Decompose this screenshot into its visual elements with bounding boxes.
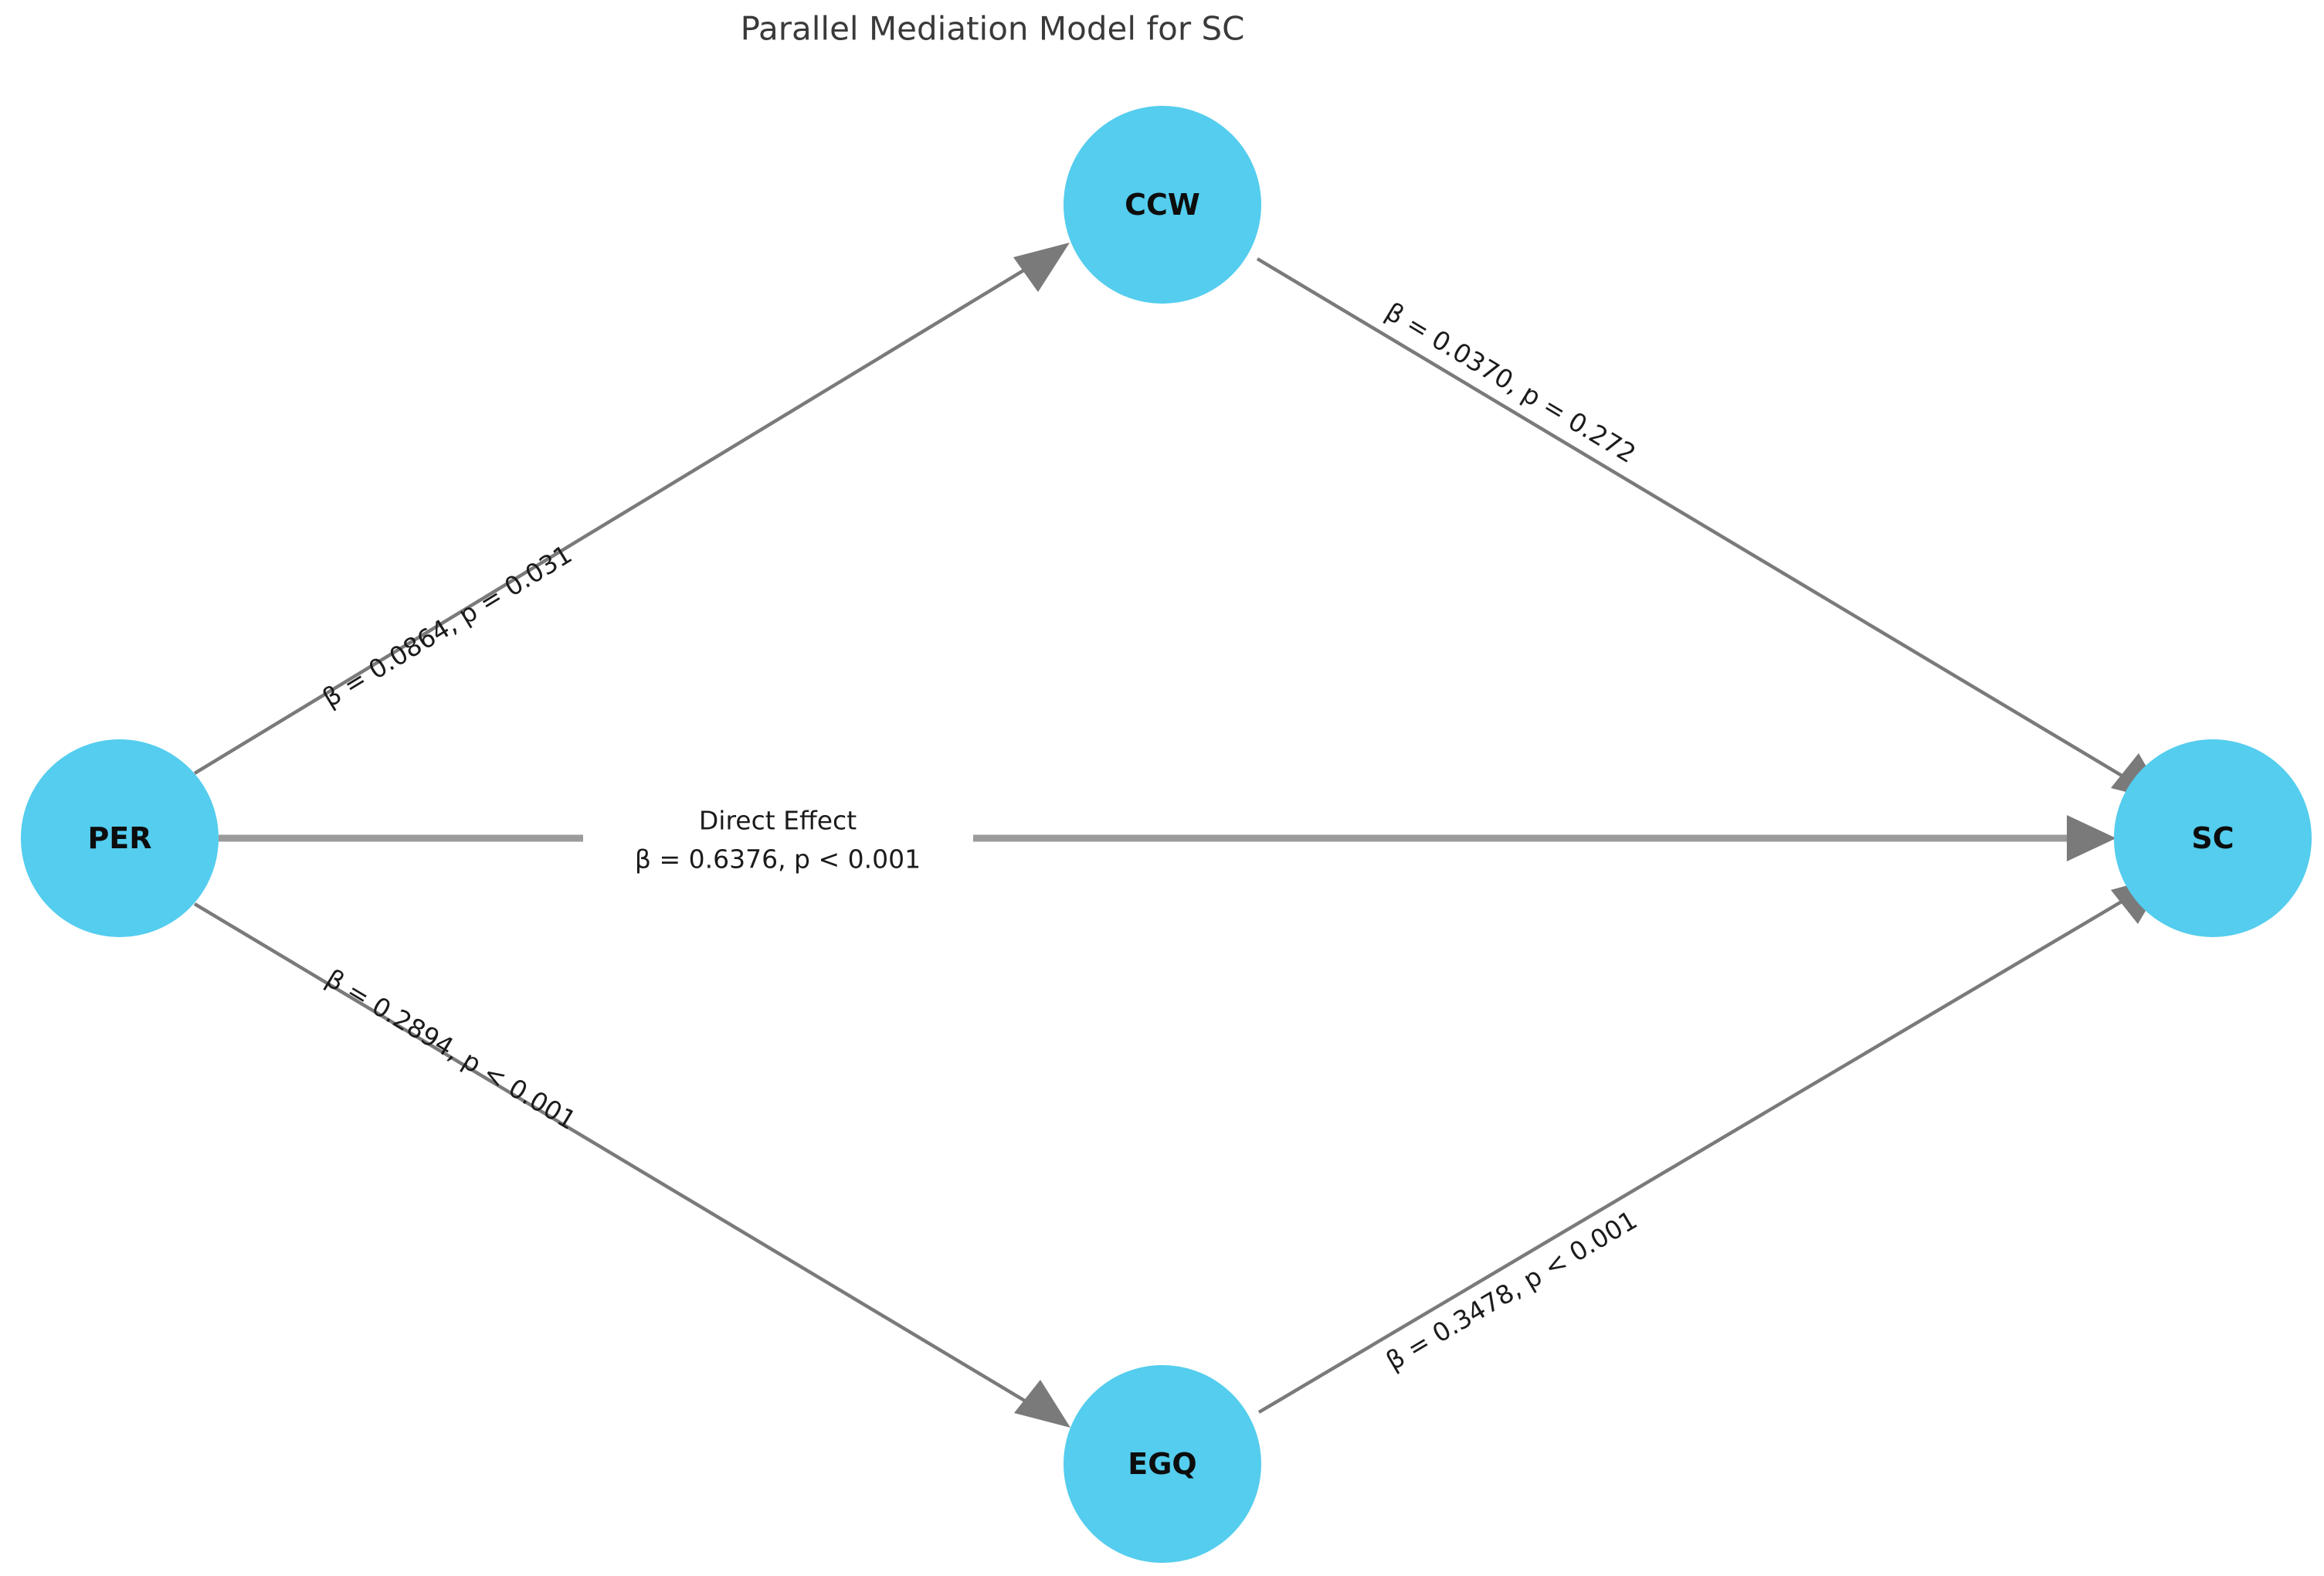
- edge-per-sc-direct-arrowhead: [2067, 815, 2116, 861]
- node-sc-label: SC: [2191, 821, 2234, 855]
- edge-egq-sc: β = 0.3478, p < 0.001: [1257, 875, 2167, 1414]
- node-ccw-circle[interactable]: [1064, 106, 1261, 304]
- node-per-label: PER: [87, 821, 151, 855]
- edge-per-egq: β = 0.2894, p < 0.001: [193, 902, 1070, 1428]
- node-ccw[interactable]: CCW: [1064, 106, 1261, 304]
- edge-per-ccw-arrowhead: [1013, 243, 1070, 292]
- edge-ccw-sc-line: [1256, 257, 2140, 787]
- edge-per-egq-label: β = 0.2894, p < 0.001: [321, 963, 582, 1136]
- edge-per-sc-direct-label-backdrop: [583, 798, 973, 883]
- node-egq-label: EGQ: [1128, 1447, 1196, 1481]
- page-title: Parallel Mediation Model for SC: [741, 10, 1245, 48]
- edge-ccw-sc: β = 0.0370, p = 0.272: [1256, 257, 2167, 803]
- edge-per-sc-direct: Direct Effect β = 0.6376, p < 0.001: [219, 798, 2116, 883]
- edge-per-egq-arrowhead: [1014, 1380, 1070, 1428]
- node-sc-circle[interactable]: [2114, 739, 2312, 937]
- edge-per-ccw-label: β = 0.0864, p = 0.031: [317, 538, 578, 713]
- node-per[interactable]: PER: [21, 739, 219, 937]
- node-egq[interactable]: EGQ: [1064, 1365, 1261, 1563]
- edge-ccw-sc-label: β = 0.0370, p = 0.272: [1380, 296, 1641, 469]
- edge-per-ccw: β = 0.0864, p = 0.031: [193, 243, 1070, 775]
- node-group: PER CCW EGQ SC: [21, 106, 2312, 1563]
- edge-per-sc-direct-label-line1: Direct Effect: [699, 806, 857, 836]
- node-ccw-label: CCW: [1125, 188, 1200, 222]
- edge-group: β = 0.0864, p = 0.031 β = 0.0370, p = 0.…: [193, 243, 2167, 1428]
- edge-egq-sc-label: β = 0.3478, p < 0.001: [1381, 1204, 1642, 1376]
- edge-per-ccw-line: [193, 257, 1044, 775]
- edge-per-egq-line: [193, 902, 1044, 1413]
- edge-per-sc-direct-label-line2: β = 0.6376, p < 0.001: [635, 844, 921, 875]
- node-per-circle[interactable]: [21, 739, 219, 937]
- edge-egq-sc-line: [1257, 890, 2140, 1414]
- node-egq-circle[interactable]: [1064, 1365, 1261, 1563]
- node-sc[interactable]: SC: [2114, 739, 2312, 937]
